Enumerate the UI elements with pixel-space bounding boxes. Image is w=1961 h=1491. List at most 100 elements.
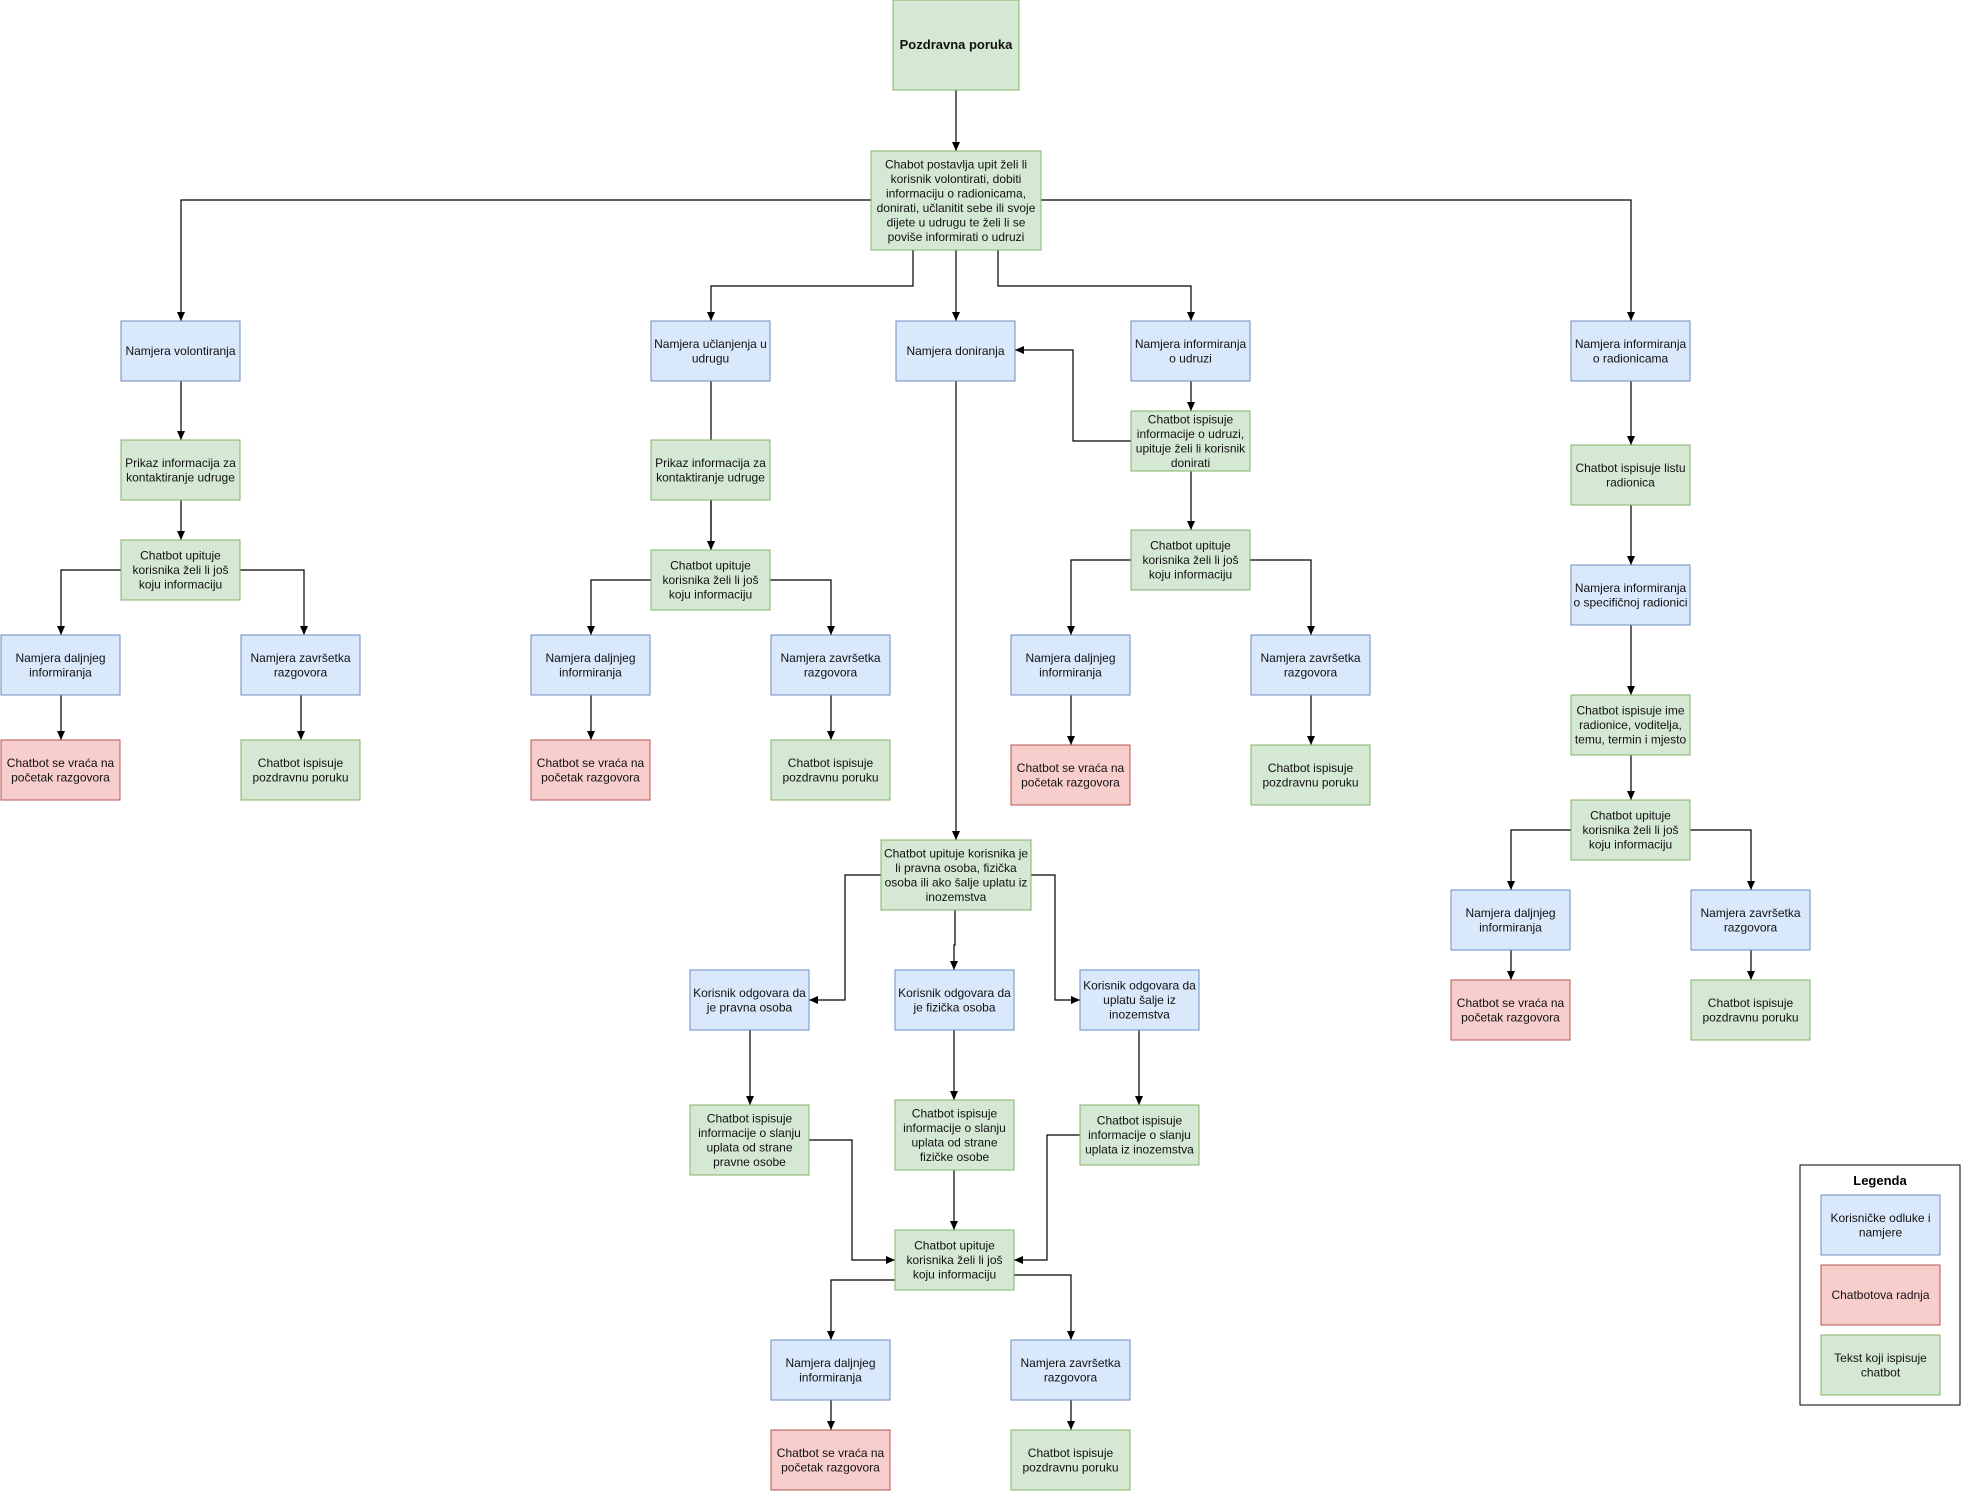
node-label-line: Namjera informiranja: [1575, 581, 1687, 595]
node-box: [1130, 529, 1251, 591]
node-box: [1820, 1334, 1941, 1396]
node-label-line: je fizička osoba: [912, 1000, 995, 1014]
node-label-line: li pravna osoba, fizička: [895, 861, 1017, 875]
node-label-line: korisnika želi li još: [1142, 553, 1238, 567]
connector-arrow: [1041, 199, 1635, 321]
node-box: [770, 1339, 891, 1401]
node-label-line: osoba ili ako šalje uplatu iz: [885, 875, 1028, 889]
node-label-line: Prikaz informacija za: [655, 456, 766, 470]
node-label-line: donirati, učlanitit sebe ili svoje: [877, 201, 1036, 215]
node-label-line: Chatbot ispisuje: [1148, 412, 1234, 426]
node-legend-item-1: Chatbotova radnja: [1820, 1264, 1941, 1326]
node-label-line: Namjera daljnjeg: [1465, 906, 1555, 920]
node-box: [1570, 444, 1691, 506]
node-label-line: Chatbot ispisuje ime: [1576, 704, 1684, 718]
node-label-line: Chatbot ispisuje: [707, 1111, 793, 1125]
node-label-line: je pravna osoba: [706, 1000, 793, 1014]
node-label-line: Namjera učlanjenja u: [654, 337, 767, 351]
node-label-line: Chatbot ispisuje: [1028, 1446, 1114, 1460]
node-label-line: informiranja: [1039, 665, 1102, 679]
node-label-line: informacije o slanju: [1088, 1128, 1191, 1142]
node-box: [650, 549, 771, 611]
node-label-line: radionice, voditelja,: [1579, 718, 1682, 732]
node-label-line: Namjera daljnjeg: [785, 1356, 875, 1370]
node-welcome: Pozdravna poruka: [892, 0, 1020, 91]
node-label-line: razgovora: [1284, 665, 1338, 679]
node-box: [894, 969, 1015, 1031]
node-label-line: informacije o slanju: [903, 1121, 1006, 1135]
node-box: [770, 634, 891, 696]
node-box: [770, 1429, 891, 1491]
node-box: [0, 634, 121, 696]
node-label-line: Chatbot ispisuje: [788, 756, 874, 770]
node-label-line: koju informaciju: [139, 578, 222, 592]
node-box: [650, 439, 771, 501]
node-label-line: Chatbotova radnja: [1831, 1288, 1929, 1302]
node-label-line: Chatbot se vraća na: [1457, 996, 1565, 1010]
node-box: [1130, 410, 1251, 472]
node-box: [1690, 979, 1811, 1041]
node-label-line: pozdravnu poruku: [1022, 1460, 1118, 1474]
node-label-line: pravne osobe: [713, 1155, 786, 1169]
node-label-line: Namjera završetka: [1260, 651, 1360, 665]
node-box: [1010, 1339, 1131, 1401]
node-label-line: Chatbot se vraća na: [1017, 761, 1125, 775]
connector-arrow: [707, 250, 914, 321]
connector-arrow: [1014, 1274, 1075, 1340]
node-label-line: početak razgovora: [1021, 775, 1120, 789]
node-box: [240, 739, 361, 801]
node-box: [1010, 744, 1131, 806]
node-label-line: donirati: [1171, 456, 1210, 470]
node-label-line: korisnika želi li još: [906, 1253, 1002, 1267]
node-box: [1010, 1429, 1131, 1491]
node-label-line: Chatbot upituje: [914, 1239, 995, 1253]
node-label-line: Chatbot se vraća na: [7, 756, 115, 770]
node-label-line: Chatbot upituje: [1590, 809, 1671, 823]
node-label-line: Chatbot upituje: [1150, 539, 1231, 553]
node-label-line: Chatbot ispisuje listu: [1575, 461, 1685, 475]
connector-arrow: [240, 569, 308, 635]
node-label-line: koju informaciju: [913, 1268, 996, 1282]
node-label-line: uplata od strane: [911, 1135, 997, 1149]
node-label-line: pozdravnu poruku: [252, 770, 348, 784]
connector-arrow: [1031, 874, 1080, 1004]
node-label-line: Chatbot ispisuje: [1268, 761, 1354, 775]
node-box: [870, 150, 1042, 251]
connector-arrow: [1014, 1134, 1080, 1264]
node-label-line: razgovora: [1044, 1370, 1098, 1384]
node-label-line: radionica: [1606, 475, 1655, 489]
node-label-line: Namjera daljnjeg: [1025, 651, 1115, 665]
node-box: [689, 1104, 810, 1176]
node-label-line: korisnika želi li još: [132, 563, 228, 577]
node-vol-intent: Namjera volontiranja: [120, 320, 241, 382]
node-box: [1250, 634, 1371, 696]
node-label-line: Prikaz informacija za: [125, 456, 236, 470]
node-label-line: Chatbot ispisuje: [258, 756, 344, 770]
node-label-line: fizičke osobe: [920, 1150, 990, 1164]
node-label-line: Namjera informiranja: [1575, 337, 1687, 351]
node-label-line: korisnika želi li još: [662, 573, 758, 587]
node-box: [120, 539, 241, 601]
